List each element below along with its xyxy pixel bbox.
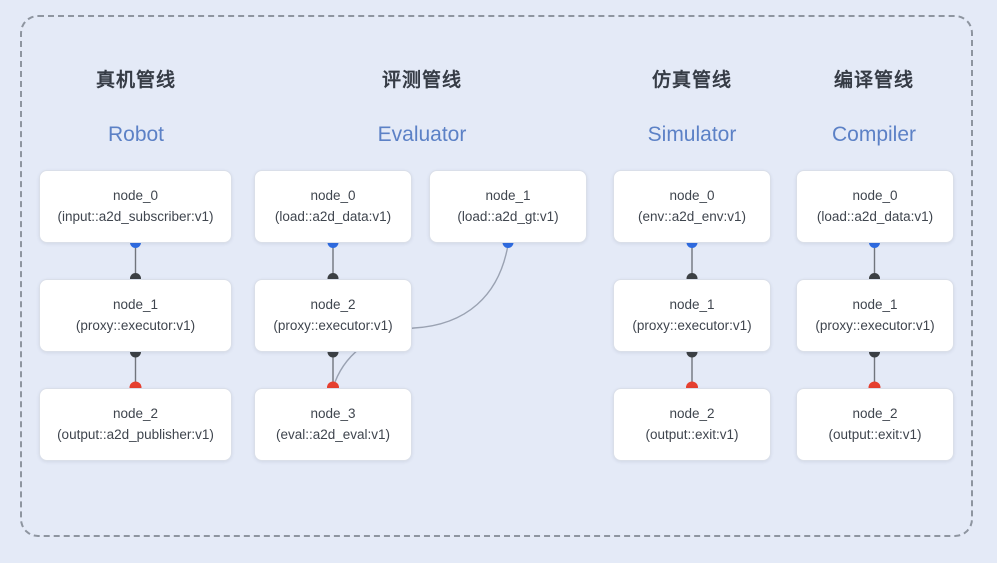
node-name: node_2 <box>310 297 356 312</box>
header-en-evaluator: Evaluator <box>377 123 467 146</box>
node-type: (output::a2d_publisher:v1) <box>57 427 214 442</box>
node-type: (load::a2d_gt:v1) <box>457 209 559 224</box>
node-box-evaluator-node3: node_3 (eval::a2d_eval:v1) <box>254 388 412 461</box>
node-type: (proxy::executor:v1) <box>632 318 752 333</box>
node-name: node_0 <box>112 188 159 203</box>
node-type: (output::exit:v1) <box>645 427 739 442</box>
node-type: (eval::a2d_eval:v1) <box>275 427 391 442</box>
header-zh-simulator: 仿真管线 <box>651 70 732 91</box>
node-name: node_1 <box>669 297 715 312</box>
node-box-simulator-node1: node_1 (proxy::executor:v1) <box>613 279 771 352</box>
node-name: node_0 <box>310 188 356 203</box>
node-type: (env::a2d_env:v1) <box>637 209 747 224</box>
node-box-evaluator-node2: node_2 (proxy::executor:v1) <box>254 279 412 352</box>
node-type: (proxy::executor:v1) <box>815 318 935 333</box>
node-name: node_1 <box>112 297 159 312</box>
node-type: (input::a2d_subscriber:v1) <box>57 209 214 224</box>
node-name: node_2 <box>112 406 159 421</box>
node-type: (proxy::executor:v1) <box>75 318 196 333</box>
node-box-simulator-node0: node_0 (env::a2d_env:v1) <box>613 170 771 243</box>
node-name: node_3 <box>310 406 356 421</box>
header-zh-evaluator: 评测管线 <box>381 70 462 91</box>
node-name: node_1 <box>485 188 531 203</box>
header-zh-compiler: 编译管线 <box>833 70 914 91</box>
node-type: (output::exit:v1) <box>828 427 922 442</box>
header-en-compiler: Compiler <box>831 123 917 146</box>
node-box-evaluator-node0: node_0 (load::a2d_data:v1) <box>254 170 412 243</box>
node-box-evaluator-node1: node_1 (load::a2d_gt:v1) <box>429 170 587 243</box>
node-name: node_2 <box>669 406 715 421</box>
node-box-compiler-node2: node_2 (output::exit:v1) <box>796 388 954 461</box>
header-zh-robot: 真机管线 <box>95 70 176 91</box>
node-box-robot-node0: node_0 (input::a2d_subscriber:v1) <box>39 170 232 243</box>
node-name: node_0 <box>852 188 898 203</box>
node-box-compiler-node0: node_0 (load::a2d_data:v1) <box>796 170 954 243</box>
node-type: (proxy::executor:v1) <box>273 318 393 333</box>
node-box-robot-node2: node_2 (output::a2d_publisher:v1) <box>39 388 232 461</box>
node-name: node_1 <box>852 297 898 312</box>
diagram-dashed-frame <box>20 15 973 537</box>
node-box-simulator-node2: node_2 (output::exit:v1) <box>613 388 771 461</box>
node-type: (load::a2d_data:v1) <box>816 209 934 224</box>
header-en-robot: Robot <box>107 123 165 146</box>
node-type: (load::a2d_data:v1) <box>274 209 392 224</box>
node-box-compiler-node1: node_1 (proxy::executor:v1) <box>796 279 954 352</box>
node-box-robot-node1: node_1 (proxy::executor:v1) <box>39 279 232 352</box>
header-en-simulator: Simulator <box>647 123 737 146</box>
node-name: node_2 <box>852 406 898 421</box>
node-name: node_0 <box>669 188 715 203</box>
